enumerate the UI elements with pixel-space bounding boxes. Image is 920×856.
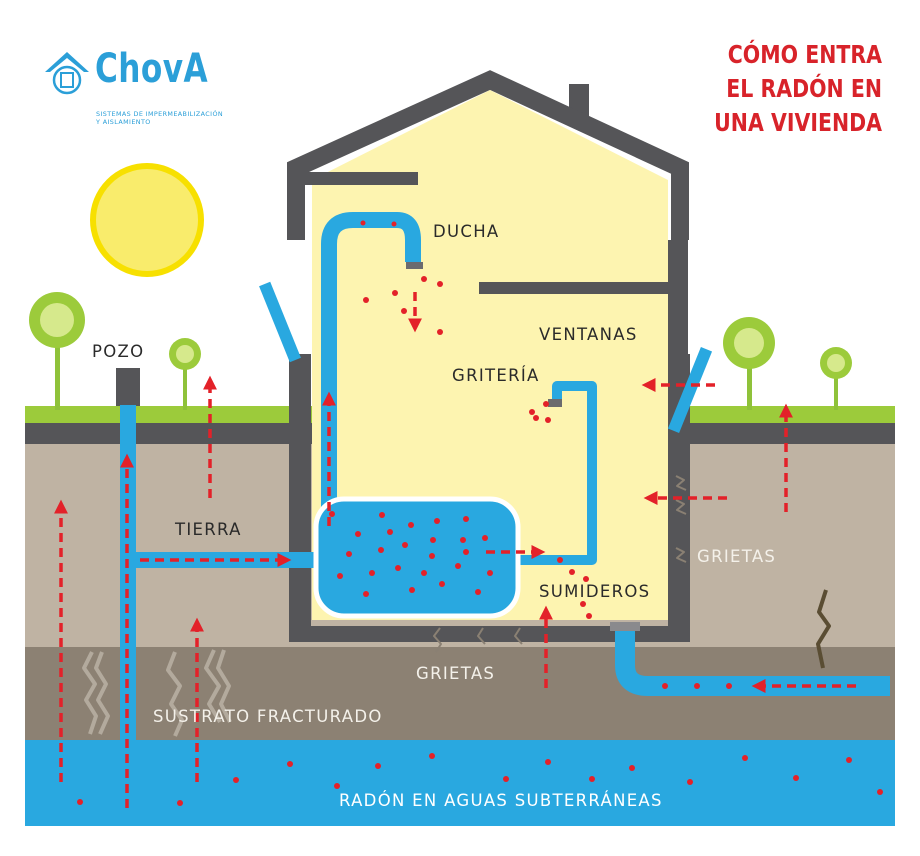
upper-floor-slab — [479, 282, 680, 294]
label-sustrato-fracturado: SUSTRATO FRACTURADO — [153, 707, 383, 726]
water-tank — [313, 496, 521, 619]
label-tierra: TIERRA — [175, 520, 242, 539]
house-wall-left — [289, 354, 311, 642]
brand-tagline-line1: SISTEMAS DE IMPERMEABILIZACIÓN — [96, 110, 224, 118]
label-grietas-floor: GRIETAS — [416, 664, 496, 683]
wall-cracks — [675, 475, 687, 563]
title-line3: UNA VIVIENDA — [714, 108, 882, 137]
label-griteria: GRITERÍA — [452, 366, 540, 385]
label-ventanas: VENTANAS — [539, 325, 638, 344]
well-head — [116, 368, 140, 406]
soil-crack — [816, 589, 831, 669]
attic-floor — [296, 172, 418, 185]
shower-pipe — [321, 212, 421, 530]
tree-icon — [169, 338, 201, 410]
title-line2: EL RADÓN EN — [726, 74, 882, 103]
roof-outline — [287, 70, 689, 240]
house-foundation — [289, 626, 690, 642]
page-title: CÓMO ENTRA EL RADÓN EN UNA VIVIENDA — [708, 38, 882, 140]
label-pozo: POZO — [92, 342, 145, 361]
foundation-cracks — [433, 627, 523, 653]
label-grietas-wall: GRIETAS — [697, 547, 777, 566]
label-sumideros: SUMIDEROS — [539, 582, 651, 601]
label-radon-aguas: RADÓN EN AGUAS SUBTERRÁNEAS — [339, 791, 663, 810]
brand-tagline-line2: Y AISLAMIENTO — [96, 118, 151, 126]
shower-head-icon — [406, 262, 423, 269]
substrate-cracks — [82, 649, 232, 737]
tree-icon — [723, 317, 775, 410]
drain-grate-icon — [610, 622, 640, 631]
window-right-icon — [667, 346, 713, 434]
house-wall-right-upper — [668, 240, 688, 360]
radon-flow-arrows — [54, 292, 856, 808]
title-line1: CÓMO ENTRA — [727, 40, 882, 69]
label-ducha: DUCHA — [433, 222, 500, 241]
groundwater-layer — [25, 740, 895, 826]
tree-icon — [820, 347, 852, 410]
faucet-icon — [548, 399, 562, 407]
chova-logo-icon — [45, 52, 89, 95]
faucet-pipe — [512, 381, 597, 565]
trees — [29, 292, 852, 410]
brand-name: ChovA — [95, 46, 208, 92]
radon-particles — [77, 220, 883, 806]
window-left-icon — [259, 281, 301, 363]
drain-pipe — [615, 628, 890, 696]
tree-icon — [29, 292, 85, 410]
brand-tagline: SISTEMAS DE IMPERMEABILIZACIÓN Y AISLAMI… — [96, 110, 223, 126]
sun-icon — [90, 163, 204, 277]
